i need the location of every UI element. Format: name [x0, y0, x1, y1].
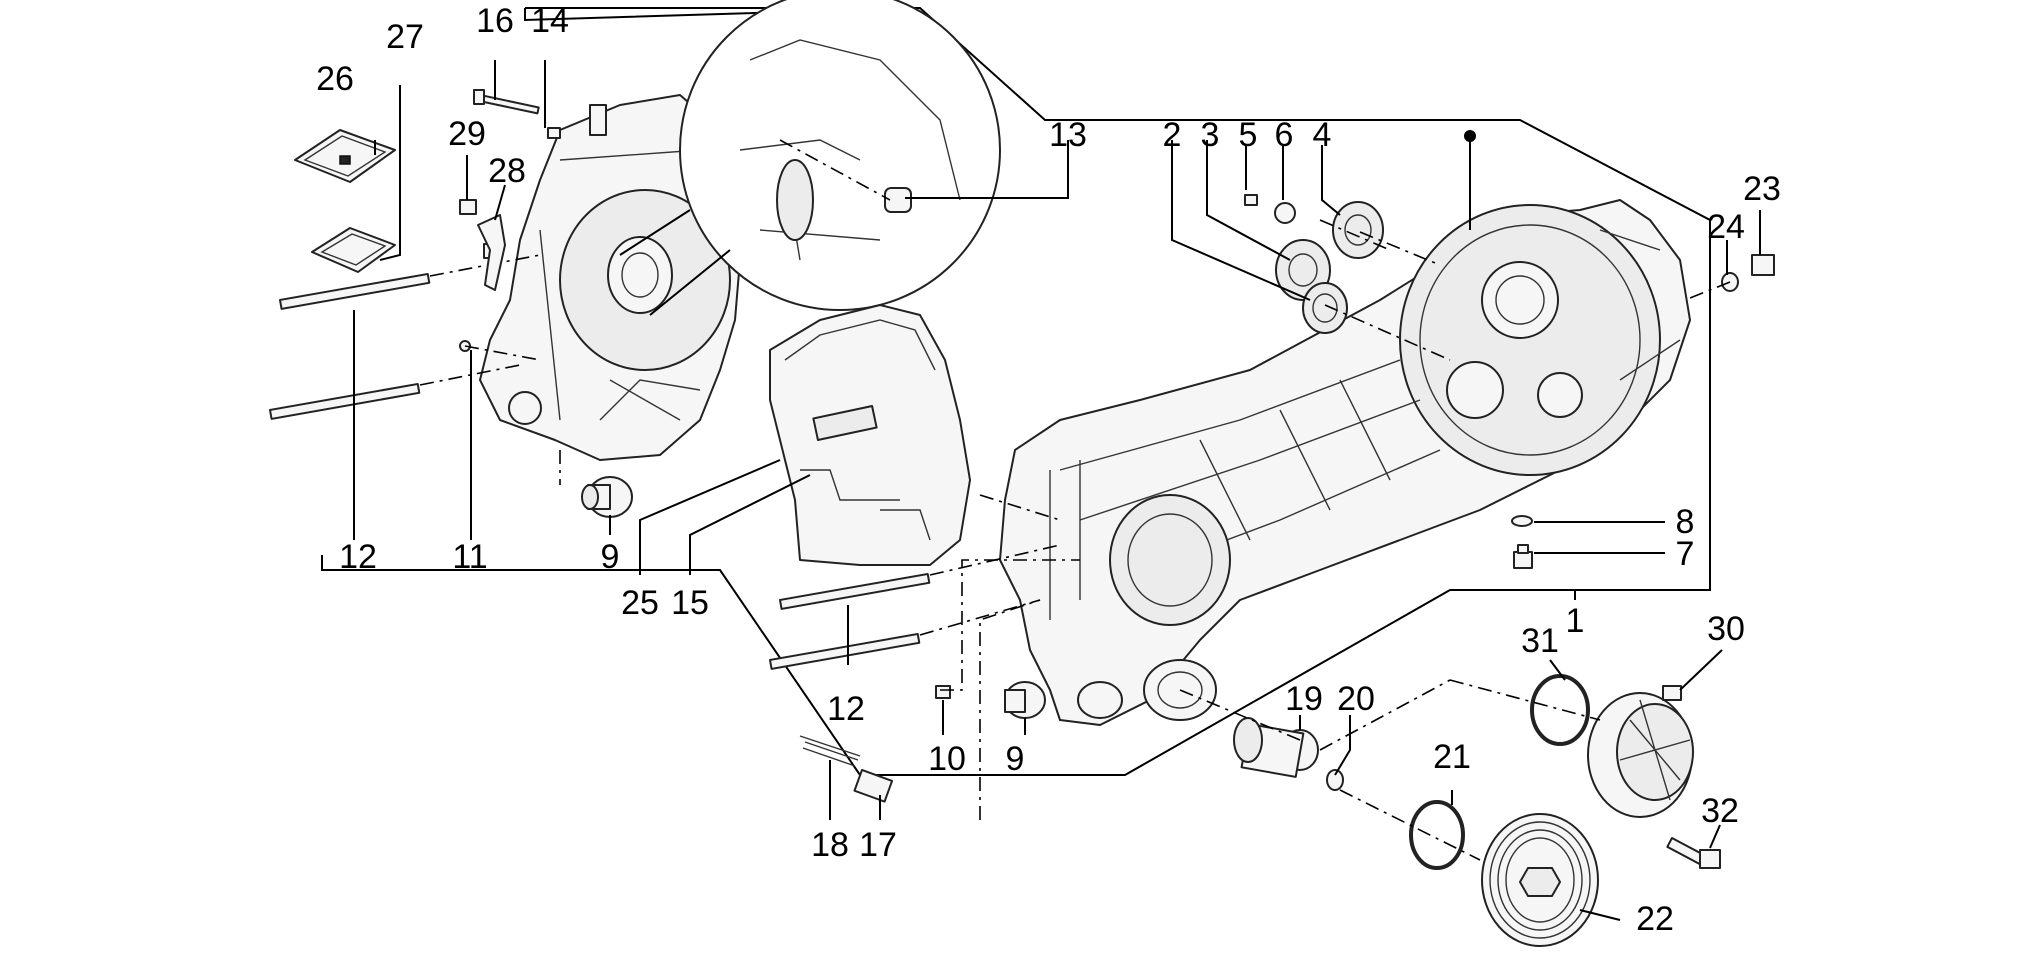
label-26: 26 [316, 60, 354, 98]
bolt [1666, 837, 1721, 869]
label-27: 27 [386, 18, 424, 56]
label-4: 4 [1313, 116, 1332, 154]
label-21: 21 [1433, 738, 1471, 776]
label-16: 16 [476, 2, 514, 40]
label-29: 29 [448, 115, 486, 153]
label-25: 25 [621, 584, 659, 622]
label-13: 13 [1049, 116, 1087, 154]
o-rings [1409, 674, 1590, 870]
upper-left-screws [459, 89, 561, 352]
label-14: 14 [531, 2, 569, 40]
label-24: 24 [1707, 208, 1745, 246]
label-2: 2 [1163, 116, 1182, 154]
right-crankcase [999, 199, 1691, 726]
label-8: 8 [1676, 503, 1695, 541]
left-crankcase [479, 94, 741, 461]
label-23: 23 [1743, 170, 1781, 208]
label-32: 32 [1701, 792, 1739, 830]
label-22: 22 [1636, 900, 1674, 938]
label-12-right: 12 [827, 690, 865, 728]
bushings [581, 476, 1046, 719]
label-15: 15 [671, 584, 709, 622]
filter-element [311, 227, 396, 273]
label-1: 1 [1566, 602, 1585, 640]
label-11: 11 [452, 538, 487, 576]
label-6: 6 [1275, 116, 1294, 154]
label-31: 31 [1521, 622, 1559, 660]
label-20: 20 [1337, 680, 1375, 718]
right-fasteners [1684, 254, 1775, 301]
label-3: 3 [1201, 116, 1220, 154]
shaft-bushing [1233, 717, 1344, 791]
alignment-lines [464, 219, 1601, 861]
lower-small-parts [799, 559, 1080, 820]
label-9-right: 9 [1006, 740, 1025, 778]
bearings [1244, 194, 1451, 361]
label-5: 5 [1239, 116, 1258, 154]
leader-lines [353, 60, 1761, 921]
cover [1587, 685, 1694, 818]
part-labels: 1 2 3 5 6 4 8 7 9 9 10 11 12 12 13 14 15… [316, 2, 1781, 938]
label-17: 17 [859, 826, 897, 864]
filter-cover [294, 129, 396, 183]
label-19: 19 [1285, 680, 1323, 718]
detail-magnifier [619, 0, 1001, 316]
label-7: 7 [1676, 535, 1695, 573]
label-10: 10 [928, 740, 966, 778]
label-9-left: 9 [601, 538, 620, 576]
studs [269, 254, 1061, 670]
pulley [1481, 813, 1599, 947]
label-12-left: 12 [339, 538, 377, 576]
label-30: 30 [1707, 610, 1745, 648]
drain-plug [1511, 515, 1533, 569]
label-18: 18 [811, 826, 849, 864]
gasket [769, 304, 971, 566]
label-28: 28 [488, 152, 526, 190]
